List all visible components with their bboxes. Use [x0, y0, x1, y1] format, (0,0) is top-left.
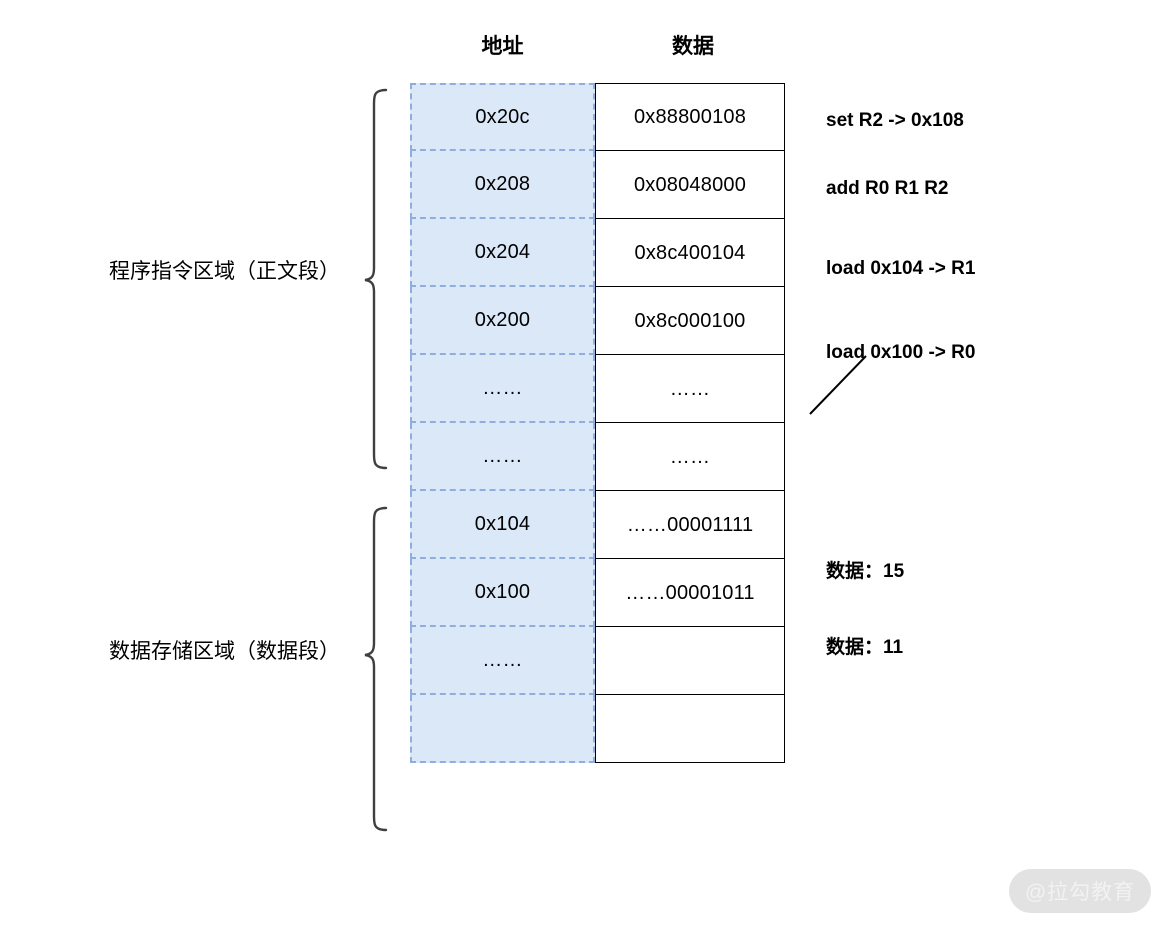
cell-address: …… — [410, 627, 595, 695]
column-header-data: 数据 — [672, 35, 714, 58]
brace-text-segment — [364, 88, 388, 470]
annotation-data-11: 数据：11 — [826, 637, 904, 658]
column-header-address: 地址 — [481, 35, 524, 58]
cell-address — [410, 695, 595, 763]
annotation-add-r0-r1-r2: add R0 R1 R2 — [826, 178, 949, 199]
annotation-data-15: 数据：15 — [826, 561, 905, 582]
cell-address: 0x104 — [410, 491, 595, 559]
watermark: @拉勾教育 — [1009, 869, 1151, 913]
cell-data: …… — [595, 355, 785, 423]
cell-data — [595, 627, 785, 695]
cell-address: …… — [410, 423, 595, 491]
leader-line — [809, 355, 867, 415]
annotation-load-0x104: load 0x104 -> R1 — [826, 258, 976, 279]
section-label-data-segment: 数据存储区域（数据段） — [109, 640, 340, 663]
cell-data: 0x88800108 — [595, 83, 785, 151]
section-label-text-segment: 程序指令区域（正文段） — [109, 260, 340, 283]
cell-data — [595, 695, 785, 763]
table-row: 0x104 ……00001111 — [410, 491, 788, 559]
annotation-set-r2: set R2 -> 0x108 — [826, 110, 964, 131]
cell-data: 0x08048000 — [595, 151, 785, 219]
cell-address: …… — [410, 355, 595, 423]
cell-address: 0x200 — [410, 287, 595, 355]
table-row — [410, 695, 788, 763]
table-row: 0x204 0x8c400104 — [410, 219, 788, 287]
table-row: 0x100 ……00001011 — [410, 559, 788, 627]
cell-address: 0x204 — [410, 219, 595, 287]
table-row: 0x20c 0x88800108 — [410, 83, 788, 151]
table-row: …… — [410, 627, 788, 695]
table-row: 0x208 0x08048000 — [410, 151, 788, 219]
memory-table: 0x20c 0x88800108 0x208 0x08048000 0x204 … — [410, 83, 788, 831]
cell-data: 0x8c000100 — [595, 287, 785, 355]
cell-address: 0x100 — [410, 559, 595, 627]
cell-address: 0x208 — [410, 151, 595, 219]
cell-data: …… — [595, 423, 785, 491]
brace-data-segment — [364, 506, 388, 832]
cell-data: ……00001111 — [595, 491, 785, 559]
cell-data: ……00001011 — [595, 559, 785, 627]
cell-data: 0x8c400104 — [595, 219, 785, 287]
annotation-load-0x100: load 0x100 -> R0 — [826, 342, 976, 363]
table-row: …… …… — [410, 355, 788, 423]
table-row: 0x200 0x8c000100 — [410, 287, 788, 355]
cell-address: 0x20c — [410, 83, 595, 151]
table-row: …… …… — [410, 423, 788, 491]
